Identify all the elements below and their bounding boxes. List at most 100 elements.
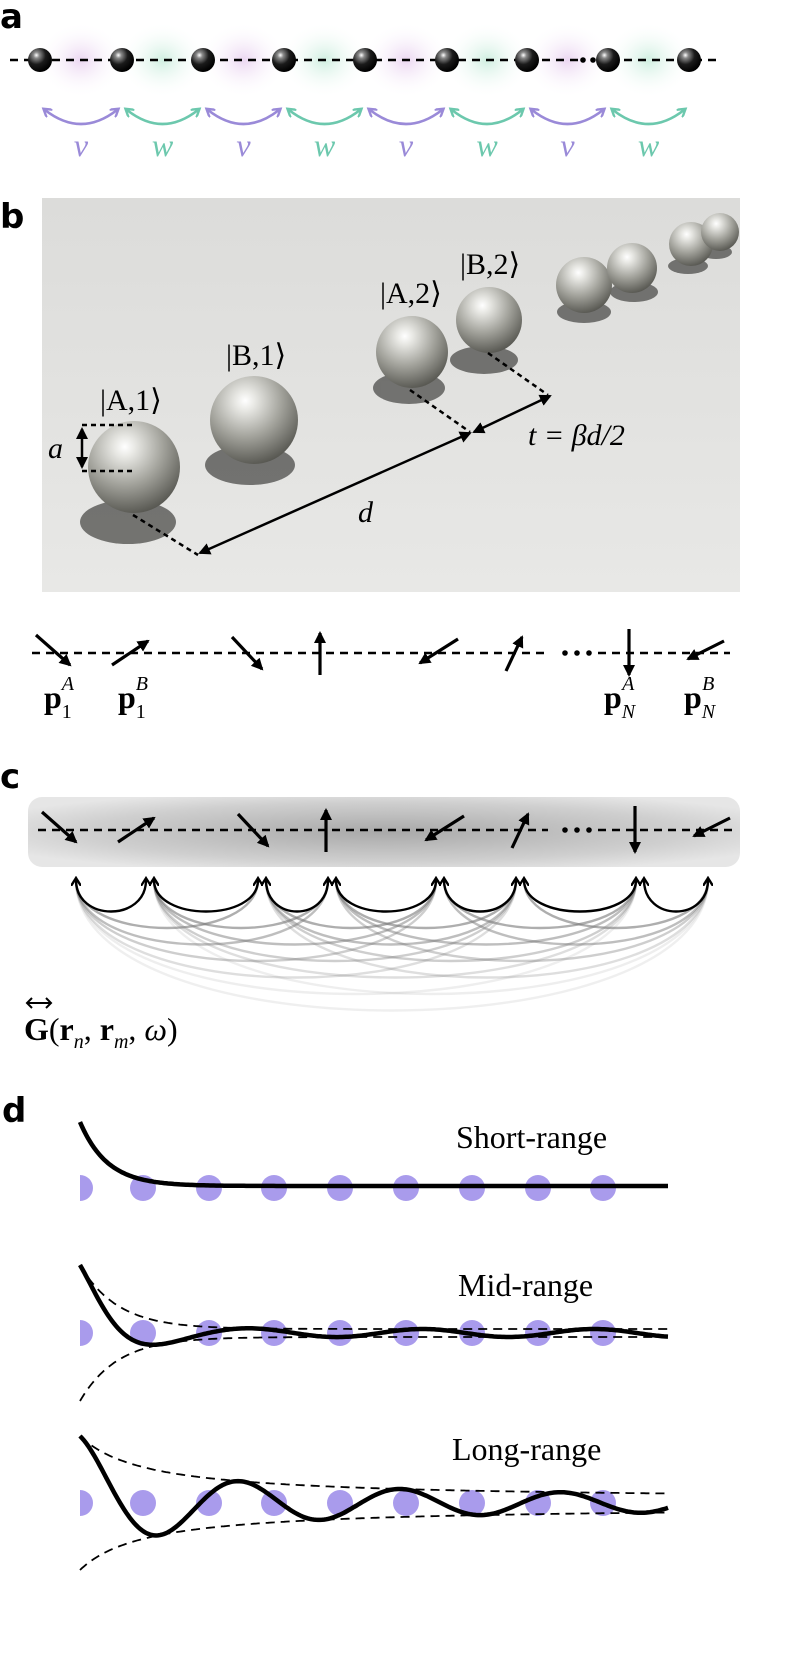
glow-w [604, 22, 693, 98]
dipole-arrow [236, 812, 270, 848]
dipole-arrow [40, 810, 78, 844]
site-ball [677, 48, 701, 72]
dipole-arrow [34, 633, 72, 667]
hop-label-w: w [314, 127, 336, 163]
distance-label: d [358, 496, 374, 529]
sphere-a2 [376, 316, 448, 388]
hop-arrow-w [127, 110, 198, 126]
dipole-arrow [510, 812, 530, 849]
envelope-lower [79, 1511, 668, 1571]
dipole-arrow [111, 639, 150, 667]
lattice-dot [327, 1320, 353, 1346]
panel-b: b |A,1⟩ |B,1⟩ |A,2⟩ |B,2⟩ [0, 197, 740, 723]
lattice-dot [130, 1490, 156, 1516]
coupling-arc [266, 880, 636, 963]
coupling-arc [444, 880, 708, 946]
dipole-row-ellipsis [562, 650, 592, 656]
coupling-arc [76, 880, 708, 1012]
coupling-curve [77, 1121, 668, 1189]
t-marker [472, 351, 552, 434]
coupling-arc [336, 880, 436, 913]
dipole-arrow [686, 639, 725, 661]
coupling-arc [76, 880, 516, 979]
coupling-arc [154, 880, 708, 996]
hop-arrow-w [452, 110, 522, 126]
range-row-1 [77, 1121, 668, 1201]
range-row-3 [78, 1434, 669, 1571]
hop-arrow-w [289, 110, 360, 126]
radius-marker [76, 423, 135, 473]
hop-label-v: v [236, 127, 251, 163]
sphere-a1 [88, 421, 180, 513]
label-mid-range: Mid-range [458, 1267, 593, 1303]
site-ball [272, 48, 296, 72]
label-p1b: p1B [118, 673, 148, 723]
hop-arrow-v [208, 110, 279, 126]
site-ball [28, 48, 52, 72]
envelope-lower [79, 1336, 668, 1402]
lattice-dot [590, 1320, 616, 1346]
coupling-curve [78, 1263, 669, 1347]
hop-label-v: v [399, 127, 414, 163]
coupling-arc [336, 880, 708, 963]
lattice-dot [393, 1320, 419, 1346]
label-long-range: Long-range [452, 1431, 601, 1467]
sphere-b4 [701, 213, 739, 251]
coupling-arc [266, 880, 328, 913]
lattice-dot [80, 1320, 93, 1346]
panel-c: c G(rn, rm, ω) [0, 757, 740, 1053]
hop-label-v: v [74, 127, 89, 163]
panel-c-letter: c [0, 757, 20, 797]
green-function-couplings [76, 880, 708, 1012]
site-ball [596, 48, 620, 72]
coupling-arc [266, 880, 708, 979]
lattice-dot [261, 1320, 287, 1346]
site-ball [110, 48, 134, 72]
sphere-b2 [456, 287, 522, 353]
lattice-dot [196, 1175, 222, 1201]
dipole-arrows [34, 629, 725, 677]
glow-w [118, 22, 207, 98]
lattice-dot [459, 1490, 485, 1516]
dipole-arrow [424, 814, 465, 842]
coupling-arc [76, 880, 146, 913]
ket-a1: |A,1⟩ [100, 384, 162, 417]
label-pnb: pNB [684, 673, 717, 723]
hop-arrow-w [613, 110, 684, 126]
lattice-dot [393, 1490, 419, 1516]
hop-label-w: w [152, 127, 174, 163]
lattice-dot [80, 1175, 93, 1201]
hop-label-w: w [476, 127, 498, 163]
tensor-double-arrow [25, 997, 53, 1009]
ket-b1: |B,1⟩ [226, 339, 286, 372]
panel-d: d Short-range Mid-range Long-range [2, 1091, 669, 1571]
coupling-arc [154, 880, 516, 963]
site-ball [435, 48, 459, 72]
sphere-a3 [556, 257, 612, 313]
coupling-arc [154, 880, 436, 946]
range-rows [77, 1121, 669, 1571]
coupling-arc [76, 880, 636, 996]
lattice-dot [80, 1490, 93, 1516]
band-chain-ellipsis [562, 827, 592, 833]
chain-sites [28, 48, 701, 72]
dipole-arrow [692, 816, 731, 838]
dipole-labels: p1A p1B pNA pNB [44, 673, 717, 723]
dipole-arrow [418, 637, 459, 665]
coupling-arc [644, 880, 708, 913]
dipole-row [32, 629, 730, 677]
shaded-band [28, 797, 740, 867]
range-row-2 [78, 1263, 669, 1402]
hop-label-v: v [560, 127, 575, 163]
sphere-b3 [607, 243, 657, 293]
ket-b2: |B,2⟩ [460, 248, 520, 281]
glow-v [523, 22, 612, 98]
coupling-arc [336, 880, 636, 946]
coupling-arc [76, 880, 328, 946]
coupling-arc [154, 880, 636, 979]
site-ball [191, 48, 215, 72]
ket-a2: |A,2⟩ [380, 277, 442, 310]
dipole-arrow [230, 635, 264, 671]
radius-label: a [48, 432, 63, 465]
